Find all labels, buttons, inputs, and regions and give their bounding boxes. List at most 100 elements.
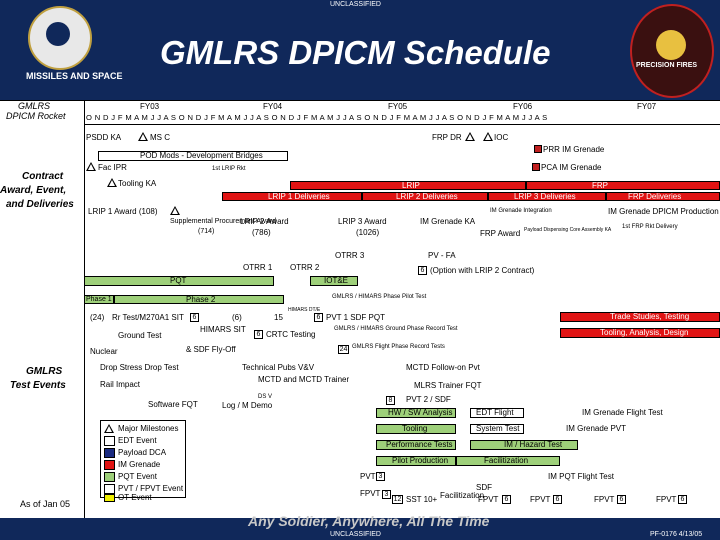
payload-dca: Payload Dispensing Core Assembly KA [524,227,612,233]
section-test: GMLRS [26,366,63,377]
grid-divider [84,124,720,125]
lrip3-award: LRIP 3 Award [338,217,387,226]
month-row: O N D J F M A M J J A S O N D J F M A M … [86,113,548,122]
option-box: 6 [418,266,427,275]
sdf-fly-off: & SDF Fly-Off [186,345,236,354]
rr-test: Rr Test/M270A1 SIT [112,313,184,322]
fy04: FY04 [263,102,283,111]
iote: IOT&E [324,276,349,285]
lrip: LRIP [402,181,420,190]
sdf: SDF [476,483,492,492]
section-contract-2: Award, Event, [0,185,67,196]
otrr1: OTRR 1 [243,263,273,272]
ioc: IOC [494,133,509,142]
phase2: Phase 2 [186,295,216,304]
classification-bottom: UNCLASSIFIED [330,531,381,538]
supplemental-icon [170,206,180,215]
fpvt-a: FPVT [360,489,381,498]
fy03: FY03 [140,102,160,111]
himars-ground: GMLRS / HIMARS Ground Phase Record Test [334,326,458,332]
box-6a: 6 [190,313,199,322]
supplemental-qty: (714) [198,228,215,235]
pilot-production-bar [376,456,456,466]
num-6b: (6) [232,313,242,322]
row-label-2: DPICM Rocket [6,111,66,121]
doc-id: PF-0176 4/13/05 [650,531,703,538]
edt-flight-bar [470,408,524,418]
supplemental: Supplemental Procurement Award [170,218,277,225]
lrip1-award: LRIP 1 Award (108) [88,207,158,216]
legend-item-5: PVT / FPVT Event [118,484,184,493]
im-grenade-ka: IM Grenade KA [420,217,476,226]
frp-rkt-delivery: 1st FRP Rkt Delivery [622,224,678,230]
right-logo-rocket-icon [656,30,686,60]
software-fqt: Software FQT [148,400,198,409]
section-contract: Contract [22,171,64,182]
pod-mods: POD Mods - Development Bridges [140,151,263,160]
lrip3-deliveries: LRIP 3 Deliveries [514,192,576,201]
im-grenade-flight: IM Grenade Flight Test [582,408,663,417]
ms-c-milestone-icon [138,132,148,141]
pca-icon [532,163,540,171]
pvt-3: PVT [360,472,376,481]
sst: SST 10+ [406,495,438,504]
im-grenade-dpicm-production: IM Grenade DPICM Production [608,207,719,216]
pqt-bar [84,276,274,286]
pv-fa: PV - FA [428,251,456,260]
legend-item-6: OT Event [118,493,152,502]
system-test: System Test [476,424,520,433]
im-grenade-integration: IM Grenade Integration [490,208,552,214]
num-24: (24) [90,313,105,322]
classification-top: UNCLASSIFIED [330,1,381,8]
prr-im-grenade: PRR IM Grenade [543,145,605,154]
box-6d: 6 [254,330,263,339]
mlrs-trainer: MLRS Trainer FQT [414,381,482,390]
facilitization: Facilitization [484,456,529,465]
row-label: GMLRS [18,101,51,111]
frp-deliveries: FRP Deliveries [628,192,682,201]
legend-pvt-swatch [104,484,115,494]
crtc-testing: CRTC Testing [266,330,316,339]
technical-pubs: Technical Pubs V&V [242,363,315,372]
pqt: PQT [170,276,187,285]
frp-award: FRP Award [480,229,521,238]
rail-impact: Rail Impact [100,380,141,389]
grid-left [84,100,85,518]
lrip-bar [290,181,526,190]
edt-flight: EDT Flight [476,408,514,417]
fy07: FY07 [637,102,657,111]
fac-ipr-icon [86,162,96,171]
facilitization-bar [456,456,560,466]
lrip3-deliveries-bar [488,192,606,201]
lrip3-qty: (1026) [356,228,380,237]
legend-item-1: EDT Event [118,436,157,445]
box-6e: 6 [502,495,511,504]
otrr2: OTRR 2 [290,263,320,272]
legend-item-3: IM Grenade [118,460,161,469]
log-m-demo: Log / M Demo [222,401,273,410]
tooling-ka-icon [107,178,117,187]
fac-ipr: Fac IPR [98,163,127,172]
right-logo-caption: PRECISION FIRES [636,62,698,69]
fpvt-c: FPVT [530,495,551,504]
legend-milestone-icon [104,424,114,433]
box-24b: 24 [338,345,349,354]
lrip2-deliveries-bar [362,192,488,201]
ground-test: Ground Test [118,331,162,340]
pca-im-grenade: PCA IM Grenade [541,163,602,172]
ms-c: MS C [150,133,170,142]
pilot-production: Pilot Production [392,456,449,465]
himars-sit: HIMARS SIT [200,325,246,334]
header-bar [0,0,720,100]
mctd-and: MCTD and MCTD Trainer [258,375,350,384]
tooling-bar [376,424,456,434]
fy06: FY06 [513,102,533,111]
box-6c: 6 [314,313,323,322]
legend-item-0: Major Milestones [118,424,179,433]
phase1: Phase 1 [86,296,112,303]
ds-v: DS V [258,394,273,400]
left-logo-caption: MISSILES AND SPACE [26,71,123,81]
phase1-bar [84,295,114,304]
flight-phase: GMLRS Flight Phase Record Tests [352,344,445,350]
performance-tests: Performance Tests [386,440,453,449]
